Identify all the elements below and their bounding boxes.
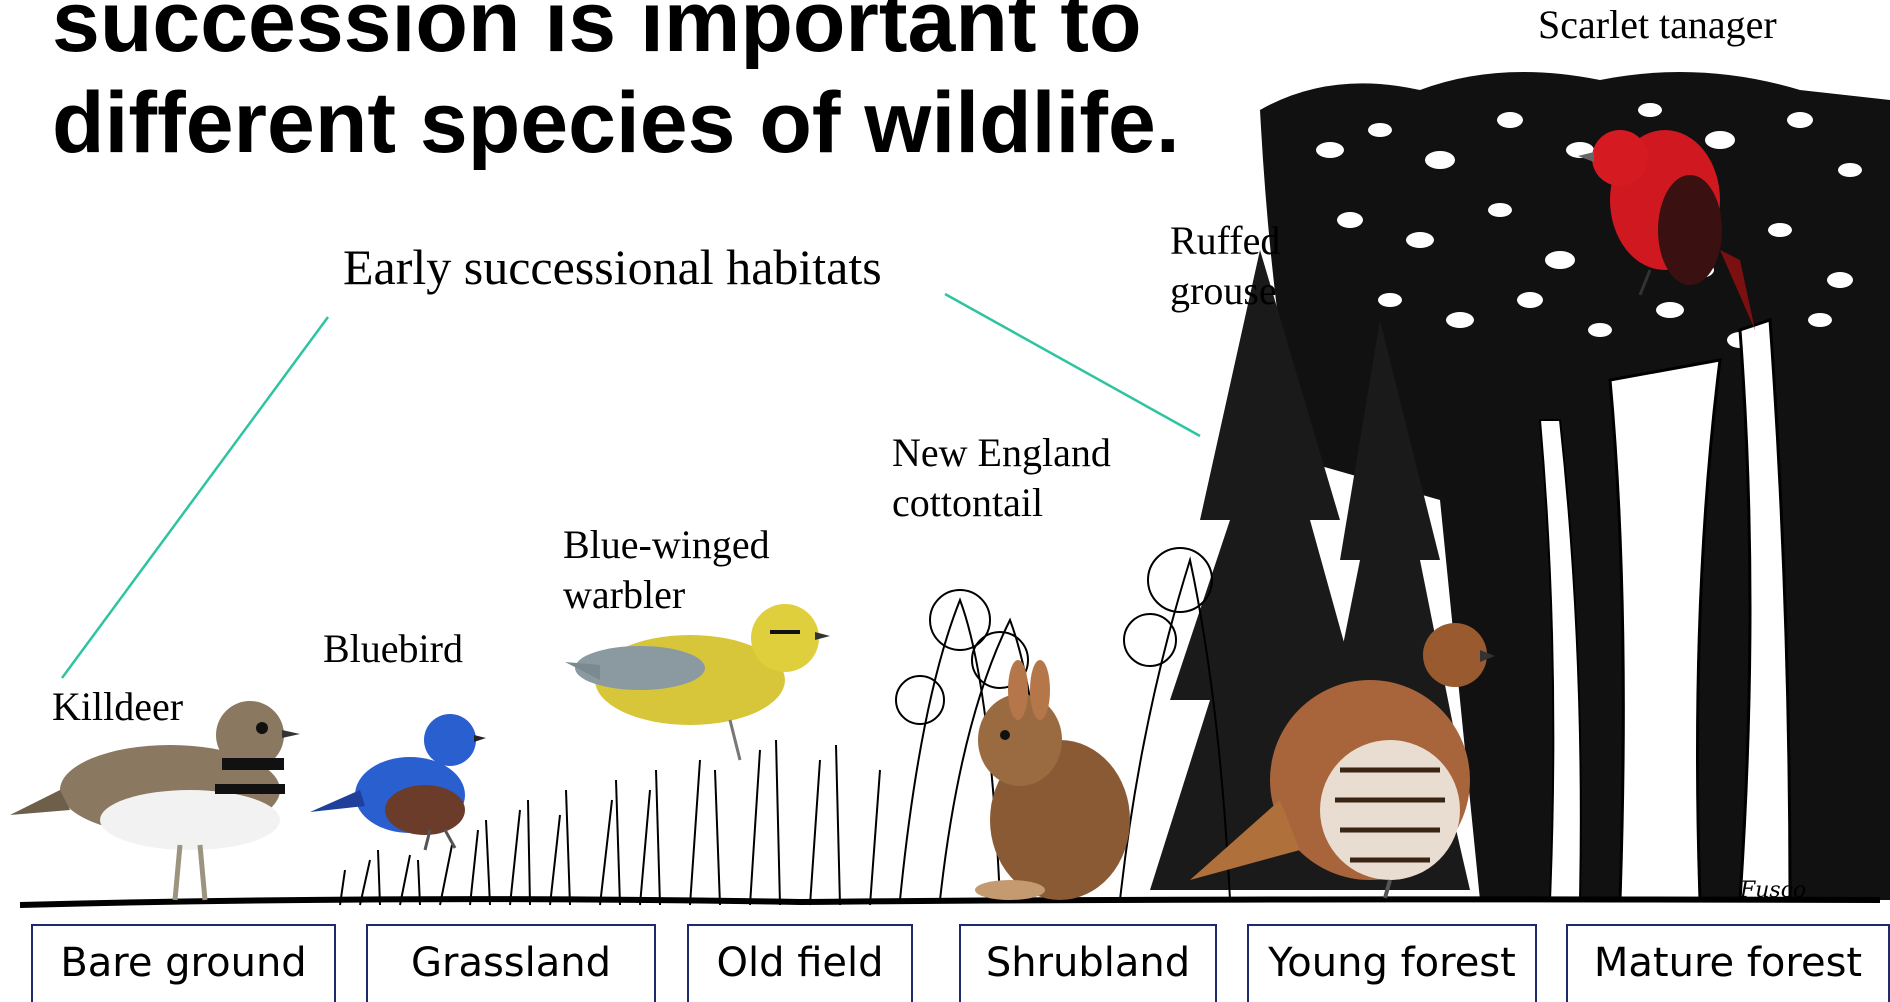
label-ruffed-grouse: Ruffed grouse	[1170, 216, 1280, 316]
label-blue-winged-warbler: Blue-winged warbler	[563, 520, 770, 620]
warbler-image	[565, 604, 830, 760]
early-successional-label: Early successional habitats	[343, 238, 882, 296]
label-bluebird: Bluebird	[323, 624, 463, 674]
habitat-old-field: Old field	[687, 924, 913, 1002]
artist-signature: Fusco	[1740, 878, 1806, 903]
habitat-mature-forest: Mature forest	[1566, 924, 1890, 1002]
label-killdeer: Killdeer	[52, 682, 183, 732]
bracket-line-left	[62, 317, 328, 678]
label-new-england-cottontail: New England cottontail	[892, 428, 1111, 528]
ground-line	[20, 899, 1880, 905]
label-scarlet-tanager: Scarlet tanager	[1538, 0, 1777, 50]
habitat-grassland: Grassland	[366, 924, 656, 1002]
habitat-bare-ground: Bare ground	[31, 924, 336, 1002]
bracket-line-right	[945, 294, 1200, 436]
habitat-young-forest: Young forest	[1247, 924, 1537, 1002]
bluebird-image	[310, 714, 486, 850]
habitat-shrubland: Shrubland	[959, 924, 1217, 1002]
